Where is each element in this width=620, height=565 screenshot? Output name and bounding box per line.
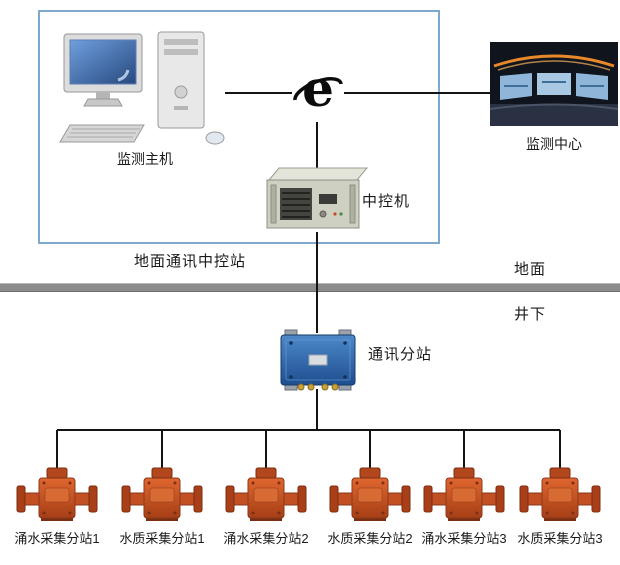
flowmeter-icon [224,466,308,524]
device-label: 水质采集分站2 [327,531,413,546]
flowmeter-icon [15,466,99,524]
flowmeter-icon [120,466,204,524]
monitor-host-label: 监测主机 [117,151,173,167]
device-label: 水质采集分站3 [517,531,603,546]
junction-box-icon [280,329,356,391]
surface-label: 地面 [514,261,547,278]
flowmeter-icon [422,466,506,524]
underground-label: 井下 [514,306,547,323]
device-label: 水质采集分站1 [119,531,205,546]
control-room-photo [490,42,618,126]
flowmeter-icon [518,466,602,524]
svg-text:e: e [302,60,334,118]
ground-station-box [38,10,440,244]
rack-server-icon [266,167,369,229]
monitor-center-label: 监测中心 [526,136,582,152]
comm-substation-label: 通讯分站 [368,346,433,363]
device-label: 涌水采集分站2 [223,531,309,546]
device-label: 涌水采集分站3 [421,531,507,546]
surface-divider [0,283,620,292]
desktop-computer-icon [59,31,225,145]
ground-station-label: 地面通讯中控站 [133,253,246,270]
browser-icon: e [292,59,344,122]
flowmeter-icon [328,466,412,524]
central-control-label: 中控机 [362,193,411,210]
device-label: 涌水采集分站1 [14,531,100,546]
